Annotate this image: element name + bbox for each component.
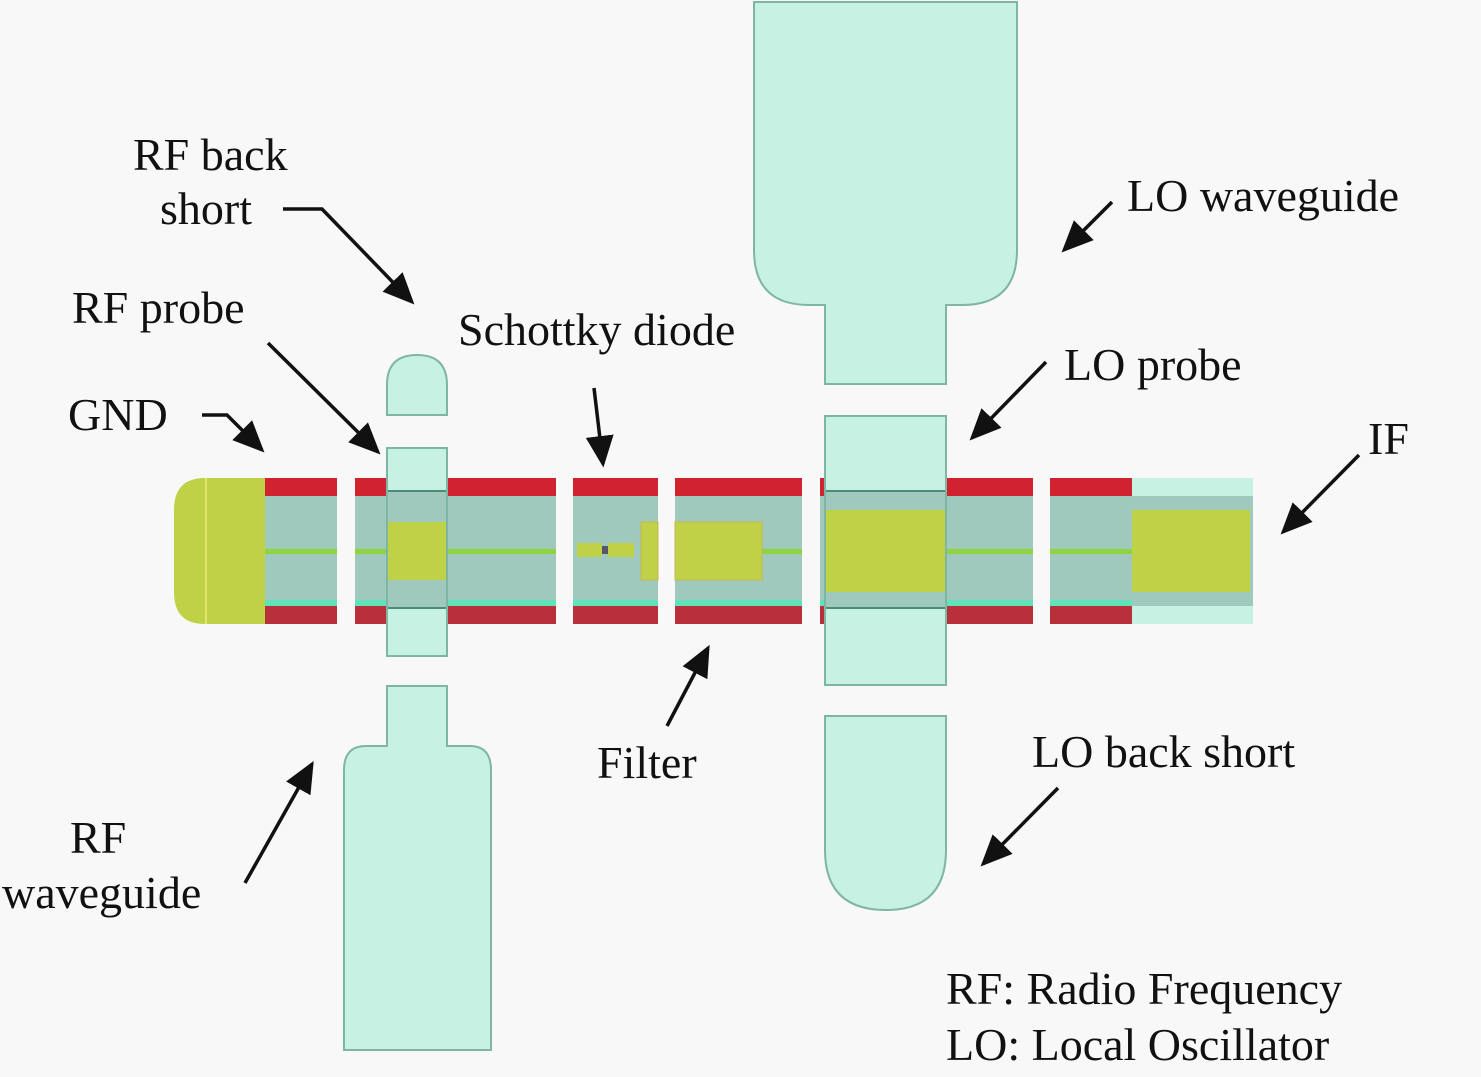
rf-waveguide (343, 685, 492, 1051)
arrow-gnd (202, 413, 265, 453)
rf-back-short (386, 353, 448, 416)
label-lo-waveguide: LO waveguide (1127, 170, 1399, 221)
label-gnd: GND (68, 389, 168, 440)
gnd-pad (174, 478, 265, 624)
arrow-filter (665, 644, 710, 727)
filter-pad (674, 521, 763, 581)
label-rf-back-short-1: RF back (133, 129, 288, 180)
arrow-schottky-diode (585, 387, 614, 468)
channel-segment (1050, 478, 1253, 624)
label-if: IF (1368, 413, 1409, 464)
legend-rf: RF: Radio Frequency (946, 963, 1342, 1014)
arrow-rf-probe (266, 341, 381, 455)
label-lo-back-short: LO back short (1032, 726, 1295, 777)
if-pad (1132, 510, 1250, 592)
arrow-rf-back-short (283, 207, 415, 305)
arrow-if (1280, 453, 1361, 535)
rf-probe (386, 447, 448, 657)
channel (174, 415, 1253, 686)
channel-segment (355, 478, 556, 624)
label-rf-probe: RF probe (72, 282, 245, 333)
label-schottky-diode: Schottky diode (458, 304, 735, 355)
lo-probe (824, 415, 947, 686)
arrow-lo-probe (969, 360, 1048, 441)
label-rf-waveguide-1: RF (70, 812, 126, 863)
channel-segment (265, 478, 337, 624)
lo-back-short (824, 715, 947, 912)
label-lo-probe: LO probe (1064, 339, 1242, 390)
arrow-lo-back-short (980, 786, 1060, 867)
legend-lo: LO: Local Oscillator (946, 1019, 1329, 1070)
label-rf-back-short-2: short (160, 183, 252, 234)
arrow-lo-waveguide (1061, 200, 1114, 253)
schottky-diode (577, 521, 659, 581)
label-filter: Filter (597, 737, 697, 788)
lo-waveguide (753, 1, 1018, 385)
arrow-rf-waveguide (243, 760, 314, 884)
label-rf-waveguide-2: waveguide (2, 867, 201, 918)
